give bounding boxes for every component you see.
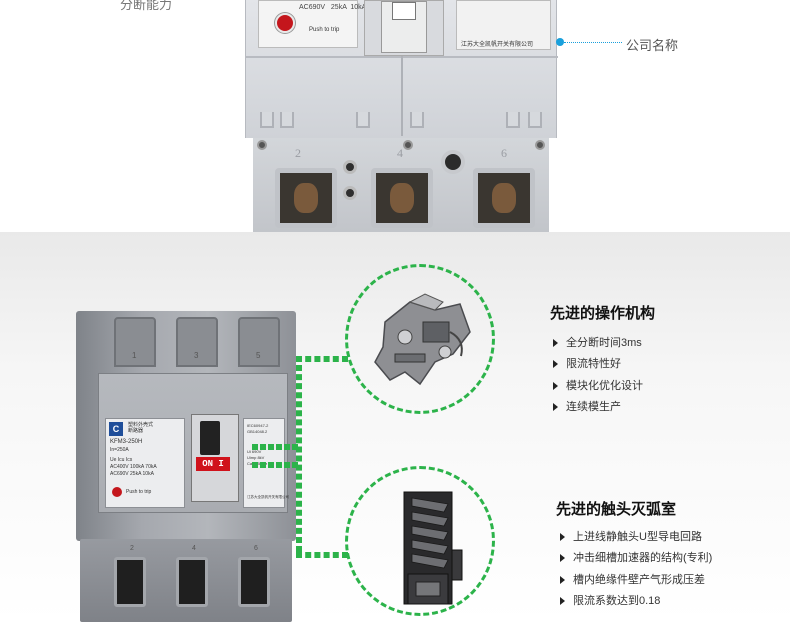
- toggle-handle: [200, 421, 220, 455]
- bullet-arrow-icon: [560, 576, 565, 585]
- product-label: C 塑料外壳式 断路器 KFM3-250H In=250A Ue Icu Ics…: [105, 418, 185, 508]
- breaking-capacity-callout: 分断能力: [120, 0, 173, 12]
- screw-icon: [257, 140, 267, 150]
- spec-row: Ue Icu Ics: [110, 457, 133, 463]
- rating-label: AC690V 25kA 10kA Push to trip: [258, 0, 367, 48]
- pole-number: 5: [256, 351, 261, 360]
- feature-item: 限流系数达到0.18: [560, 592, 660, 608]
- push-to-trip-button-icon: [112, 487, 122, 497]
- company-text: 江苏大全凯帆开关有限公司: [247, 495, 289, 499]
- company-text: 江苏大全凯帆开关有限公司: [461, 42, 534, 48]
- bullet-arrow-icon: [560, 597, 565, 606]
- terminal-number: 6: [501, 146, 507, 160]
- pole-number: 1: [132, 351, 137, 360]
- spec-row: AC400V 100kA 70kA: [110, 464, 157, 470]
- connector-line: [252, 462, 298, 468]
- bullet-arrow-icon: [560, 533, 565, 542]
- bullet-arrow-icon: [560, 554, 565, 563]
- push-to-trip-text: Push to trip: [126, 489, 152, 495]
- bullet-arrow-icon: [553, 403, 558, 412]
- pole-number: 4: [192, 545, 196, 552]
- feature-title: 先进的触头灭弧室: [556, 501, 677, 518]
- bullet-arrow-icon: [553, 360, 558, 369]
- features-section: 1 3 5 C 塑料外壳式 断路器 KFM3-250H In=250A Ue I…: [0, 232, 790, 622]
- rating-text: In=250A: [110, 447, 129, 453]
- top-product-section: 分断能力 AC690V 25kA 10kA Push to trip 江苏大全凯…: [0, 0, 790, 232]
- operating-mechanism-image: [374, 293, 471, 386]
- pole: [238, 317, 280, 367]
- push-to-trip-button-icon: [275, 13, 295, 33]
- bullet-arrow-icon: [553, 339, 558, 348]
- brand-logo-icon: C: [109, 422, 123, 436]
- terminal: [238, 557, 270, 607]
- mechanism-callout-circle: [345, 264, 495, 414]
- bullet-arrow-icon: [553, 382, 558, 391]
- model-cn-text: 塑料外壳式 断路器: [128, 422, 154, 434]
- standard-row: Ui 690V: [247, 449, 262, 454]
- connector-line: [296, 552, 348, 558]
- feature-title: 先进的操作机构: [550, 305, 656, 322]
- pole-number: 6: [254, 545, 258, 552]
- terminal-number: 4: [397, 146, 403, 160]
- standard-row: GB14048.2: [247, 429, 268, 434]
- callout-dot-icon: [556, 38, 564, 46]
- breaker-close-up-image: AC690V 25kA 10kA Push to trip 江苏大全凯帆开关有限…: [245, 0, 558, 232]
- mount-hole-icon: [343, 186, 357, 200]
- rating-row: AC690V 25kA 10kA: [299, 4, 367, 11]
- arc-chamber-callout-circle: [345, 466, 495, 616]
- terminal-number: 2: [295, 146, 301, 160]
- mount-hole-icon: [343, 160, 357, 174]
- handle-window: [392, 2, 416, 20]
- feature-item: 上进线静触头U型导电回路: [560, 528, 702, 544]
- terminal: [176, 557, 208, 607]
- mount-hole-icon: [441, 150, 465, 174]
- pole: [114, 317, 156, 367]
- feature-item: 槽内绝缘件壁产气形成压差: [560, 571, 705, 587]
- callout-line: [564, 42, 622, 43]
- terminal: [473, 168, 535, 228]
- standard-row: Uimp 8kV: [247, 455, 265, 460]
- screw-icon: [403, 140, 413, 150]
- on-indicator: ON I: [196, 457, 230, 471]
- terminal: [275, 168, 337, 228]
- feature-item: 连续模生产: [553, 398, 621, 414]
- breaker-product-image: 1 3 5 C 塑料外壳式 断路器 KFM3-250H In=250A Ue I…: [76, 311, 296, 622]
- push-to-trip-text: Push to trip: [309, 27, 340, 33]
- connector-line: [252, 444, 298, 450]
- breaker-cover: C 塑料外壳式 断路器 KFM3-250H In=250A Ue Icu Ics…: [98, 373, 289, 513]
- connector-line: [296, 356, 302, 552]
- standard-row: IEC60947-2: [247, 423, 269, 428]
- terminal: [114, 557, 146, 607]
- company-name-callout: 公司名称: [626, 38, 679, 53]
- handle-area: [364, 0, 444, 56]
- pole-number: 2: [130, 545, 134, 552]
- pole: [176, 317, 218, 367]
- feature-item: 模块化优化设计: [553, 377, 643, 393]
- handle: [381, 1, 427, 53]
- terminal: [371, 168, 433, 228]
- spec-label: 江苏大全凯帆开关有限公司: [456, 0, 551, 50]
- feature-item: 限流特性好: [553, 355, 621, 371]
- spec-row: AC690V 25kA 10kA: [110, 471, 154, 477]
- arc-chamber-image: [403, 491, 463, 605]
- handle-frame: ON I: [191, 414, 239, 502]
- connector-line: [296, 356, 348, 362]
- pole-number: 3: [194, 351, 199, 360]
- feature-item: 全分断时间3ms: [553, 334, 642, 350]
- model-text: KFM3-250H: [110, 439, 143, 445]
- feature-item: 冲击细槽加速器的结构(专利): [560, 549, 712, 565]
- screw-icon: [535, 140, 545, 150]
